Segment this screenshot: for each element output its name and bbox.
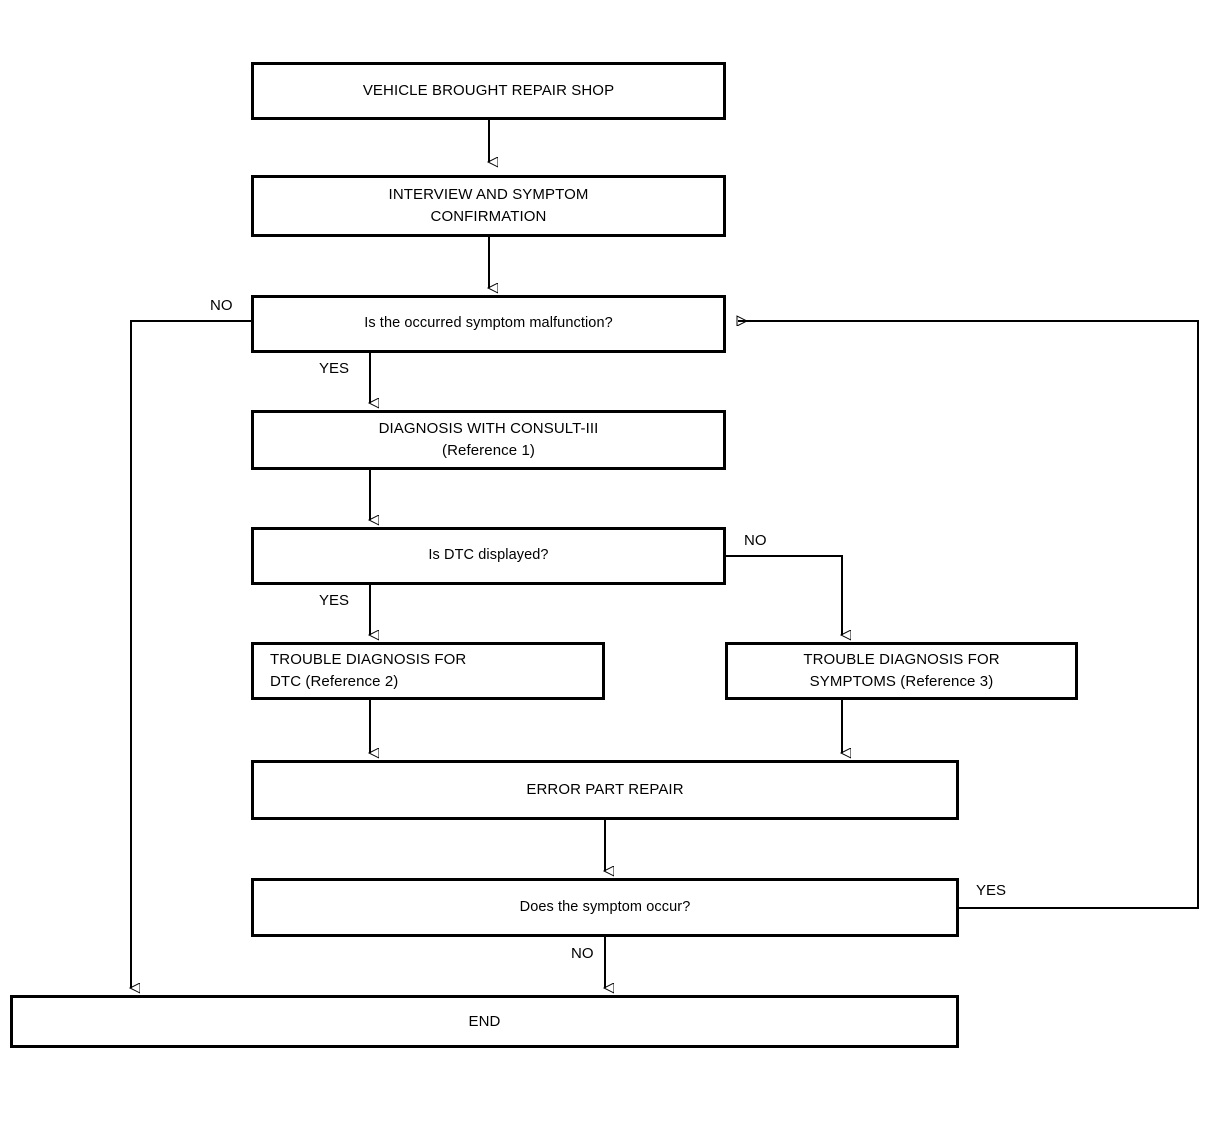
node-diagnosis-with-consult[interactable]: DIAGNOSIS WITH CONSULT-III (Reference 1) — [251, 410, 726, 470]
edge-label-dtc-yes: YES — [319, 593, 349, 608]
node-label: ERROR PART REPAIR — [526, 781, 684, 799]
node-label: Is DTC displayed? — [428, 547, 549, 564]
node-is-dtc-displayed[interactable]: Is DTC displayed? — [251, 527, 726, 585]
node-interview-and-symptom-confirmation[interactable]: INTERVIEW AND SYMPTOM CONFIRMATION — [251, 175, 726, 237]
node-label: Does the symptom occur? — [519, 898, 691, 915]
node-label: TROUBLE DIAGNOSIS FOR SYMPTOMS (Referenc… — [803, 651, 1000, 690]
edge-label-malfunction-no: NO — [210, 298, 233, 313]
edge-label-symptom-occur-yes: YES — [976, 883, 1006, 898]
edge-label-text: YES — [319, 360, 350, 377]
edge-label-text: YES — [976, 882, 1007, 899]
node-label: TROUBLE DIAGNOSIS FOR DTC (Reference 2) — [270, 651, 467, 690]
node-label: END — [468, 1012, 501, 1030]
node-error-part-repair[interactable]: ERROR PART REPAIR — [251, 760, 959, 820]
edge-label-malfunction-yes: YES — [319, 361, 349, 376]
edge-label-symptom-occur-no: NO — [571, 946, 594, 961]
edge-label-text: YES — [319, 592, 350, 609]
edge-dtc-no-to-trouble-symptoms — [726, 555, 842, 635]
node-trouble-diagnosis-for-dtc[interactable]: TROUBLE DIAGNOSIS FOR DTC (Reference 2) — [251, 642, 605, 700]
node-does-symptom-occur[interactable]: Does the symptom occur? — [251, 878, 959, 937]
node-end[interactable]: END — [10, 995, 959, 1048]
node-label: DIAGNOSIS WITH CONSULT-III (Reference 1) — [378, 420, 599, 459]
edge-label-text: NO — [744, 532, 767, 549]
edge-label-text: NO — [571, 945, 594, 962]
node-label: VEHICLE BROUGHT REPAIR SHOP — [362, 82, 615, 100]
edge-label-dtc-no: NO — [744, 533, 767, 548]
node-trouble-diagnosis-for-symptoms[interactable]: TROUBLE DIAGNOSIS FOR SYMPTOMS (Referenc… — [725, 642, 1078, 700]
edge-malfunction-no-to-end — [131, 320, 251, 988]
node-vehicle-brought-repair-shop[interactable]: VEHICLE BROUGHT REPAIR SHOP — [251, 62, 726, 120]
node-label: INTERVIEW AND SYMPTOM CONFIRMATION — [388, 186, 589, 225]
edge-label-text: NO — [210, 297, 233, 314]
node-is-symptom-malfunction[interactable]: Is the occurred symptom malfunction? — [251, 295, 726, 353]
node-label: Is the occurred symptom malfunction? — [364, 315, 613, 332]
